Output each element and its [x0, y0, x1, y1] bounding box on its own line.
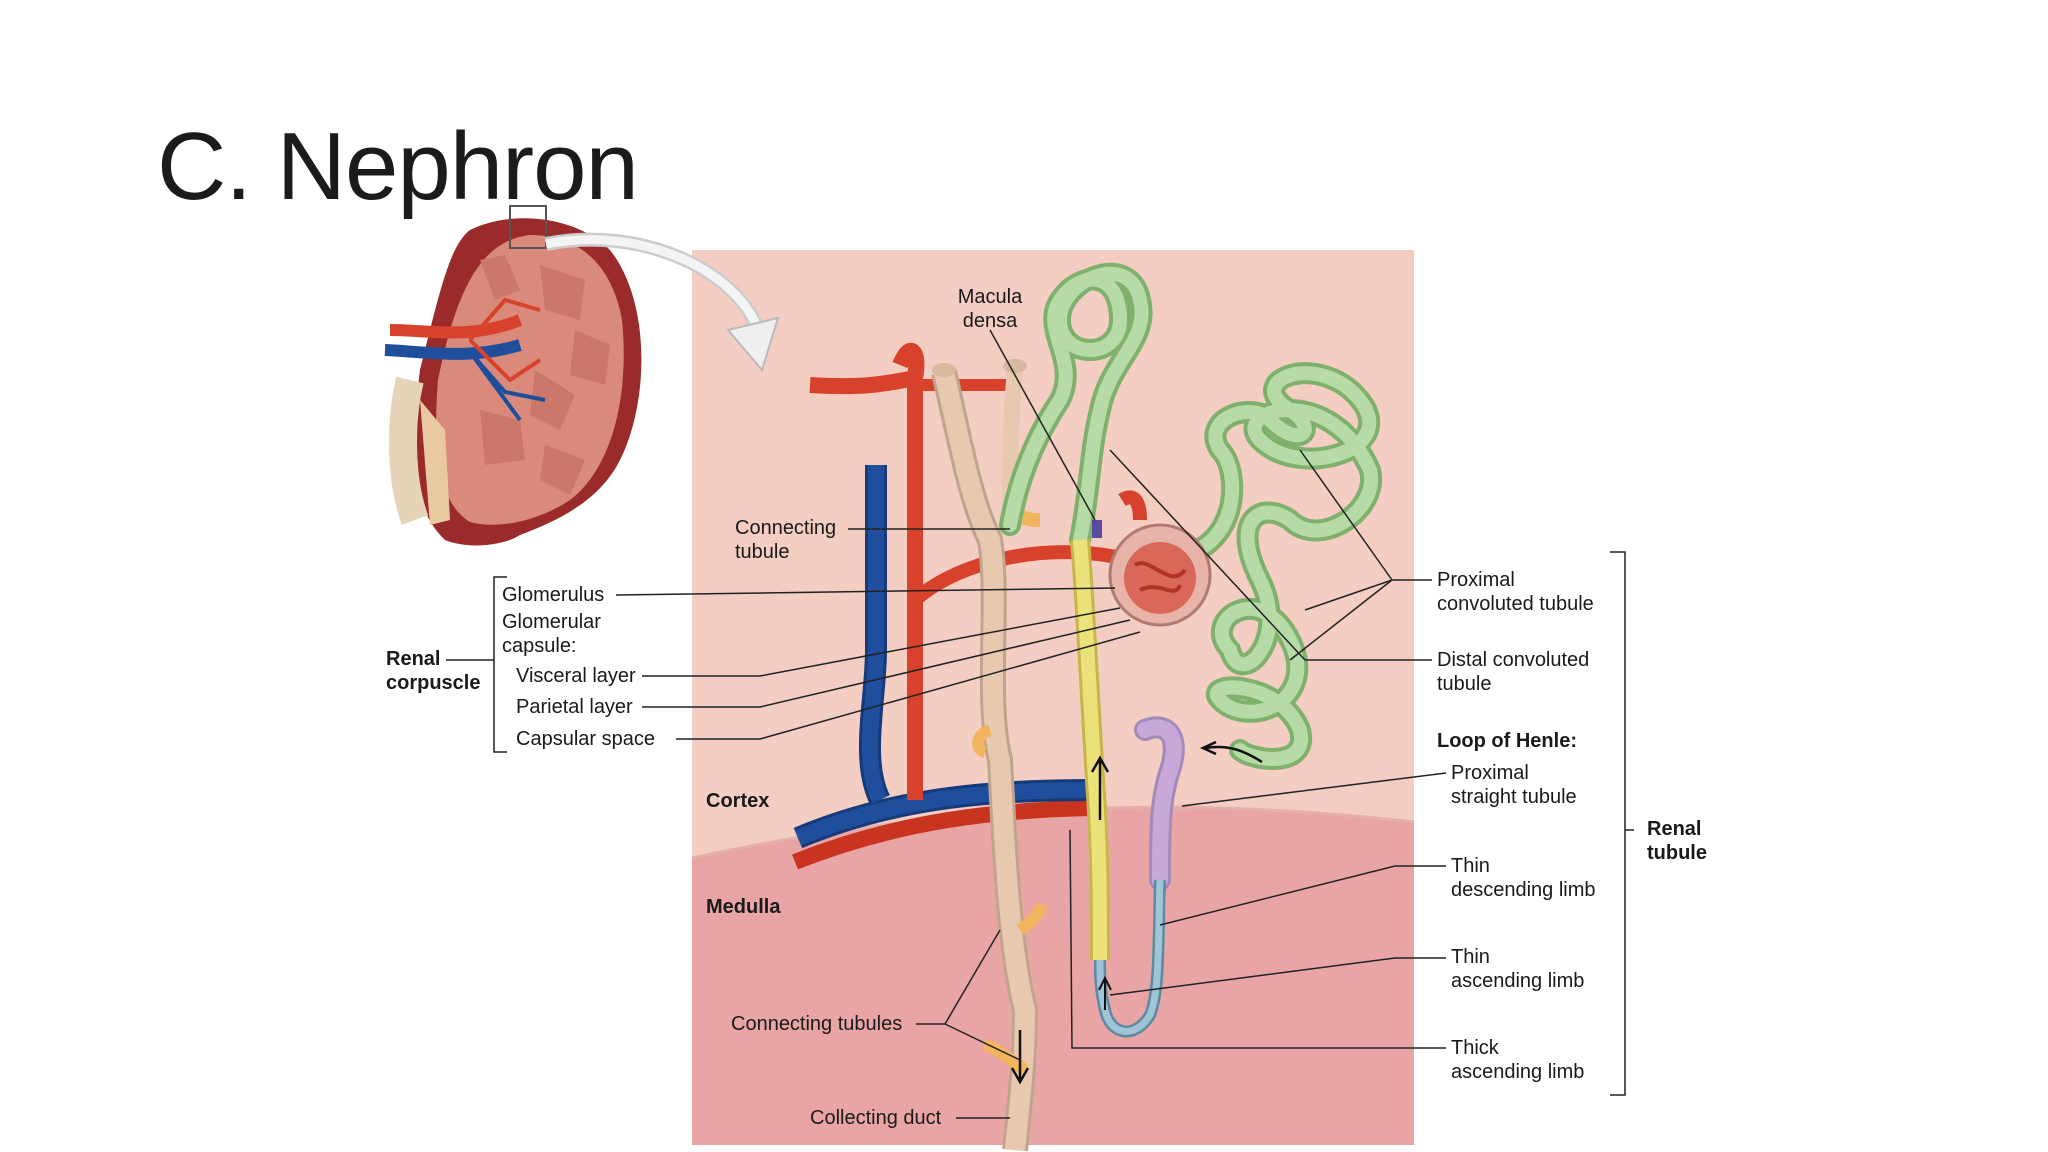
label-thin-descending-1: Thin: [1451, 855, 1490, 877]
label-thin-descending-2: descending limb: [1451, 879, 1596, 901]
label-thick-ascending-1: Thick: [1451, 1037, 1500, 1059]
label-renal-tubule-2: tubule: [1647, 842, 1707, 864]
label-connecting-tubule-1: Connecting: [735, 517, 836, 539]
proximal-convoluted-tubule-shape: [1174, 362, 1383, 770]
zoom-arrow-icon: [544, 232, 780, 373]
label-distal-convoluted-1: Distal convoluted: [1437, 649, 1589, 671]
label-distal-convoluted-2: tubule: [1437, 673, 1492, 695]
blood-vessels: [792, 342, 1147, 870]
label-proximal-convoluted-2: convoluted tubule: [1437, 593, 1594, 615]
label-thin-ascending-1: Thin: [1451, 946, 1490, 968]
leader-lines: [446, 329, 1634, 1119]
label-renal-tubule-1: Renal: [1647, 818, 1701, 840]
label-glomerular-capsule-2: capsule:: [502, 635, 577, 657]
label-proximal-straight-1: Proximal: [1451, 762, 1529, 784]
label-thick-ascending-2: ascending limb: [1451, 1061, 1584, 1083]
loop-of-henle-shape: [1094, 716, 1263, 1038]
label-capsular-space: Capsular space: [516, 728, 655, 750]
label-connecting-tubule-2: tubule: [735, 541, 790, 563]
kidney-illustration-icon: [384, 205, 642, 546]
distal-convoluted-tubule-shape: [999, 262, 1153, 551]
label-proximal-straight-2: straight tubule: [1451, 786, 1577, 808]
label-glomerular-capsule-1: Glomerular: [502, 611, 601, 633]
label-loop-of-henle: Loop of Henle:: [1437, 730, 1577, 752]
label-renal-corpuscle-2: corpuscle: [386, 672, 480, 694]
diagram-labels: Macula densa Connecting tubule Glomerulu…: [386, 286, 1707, 1129]
label-renal-corpuscle-1: Renal: [386, 648, 440, 670]
label-macula-densa-2: densa: [963, 310, 1018, 332]
thick-ascending-limb-shape: [1070, 539, 1110, 961]
label-medulla: Medulla: [706, 896, 781, 918]
label-visceral-layer: Visceral layer: [516, 665, 636, 687]
label-collecting-duct: Collecting duct: [810, 1107, 942, 1129]
label-connecting-tubules: Connecting tubules: [731, 1013, 902, 1035]
label-parietal-layer: Parietal layer: [516, 696, 633, 718]
label-macula-densa-1: Macula: [958, 286, 1023, 308]
glomerulus-shape: [1092, 520, 1212, 627]
slide-title: C. Nephron: [157, 113, 639, 220]
label-glomerulus: Glomerulus: [502, 584, 604, 606]
label-cortex: Cortex: [706, 790, 769, 812]
label-thin-ascending-2: ascending limb: [1451, 970, 1584, 992]
label-proximal-convoluted-1: Proximal: [1437, 569, 1515, 591]
